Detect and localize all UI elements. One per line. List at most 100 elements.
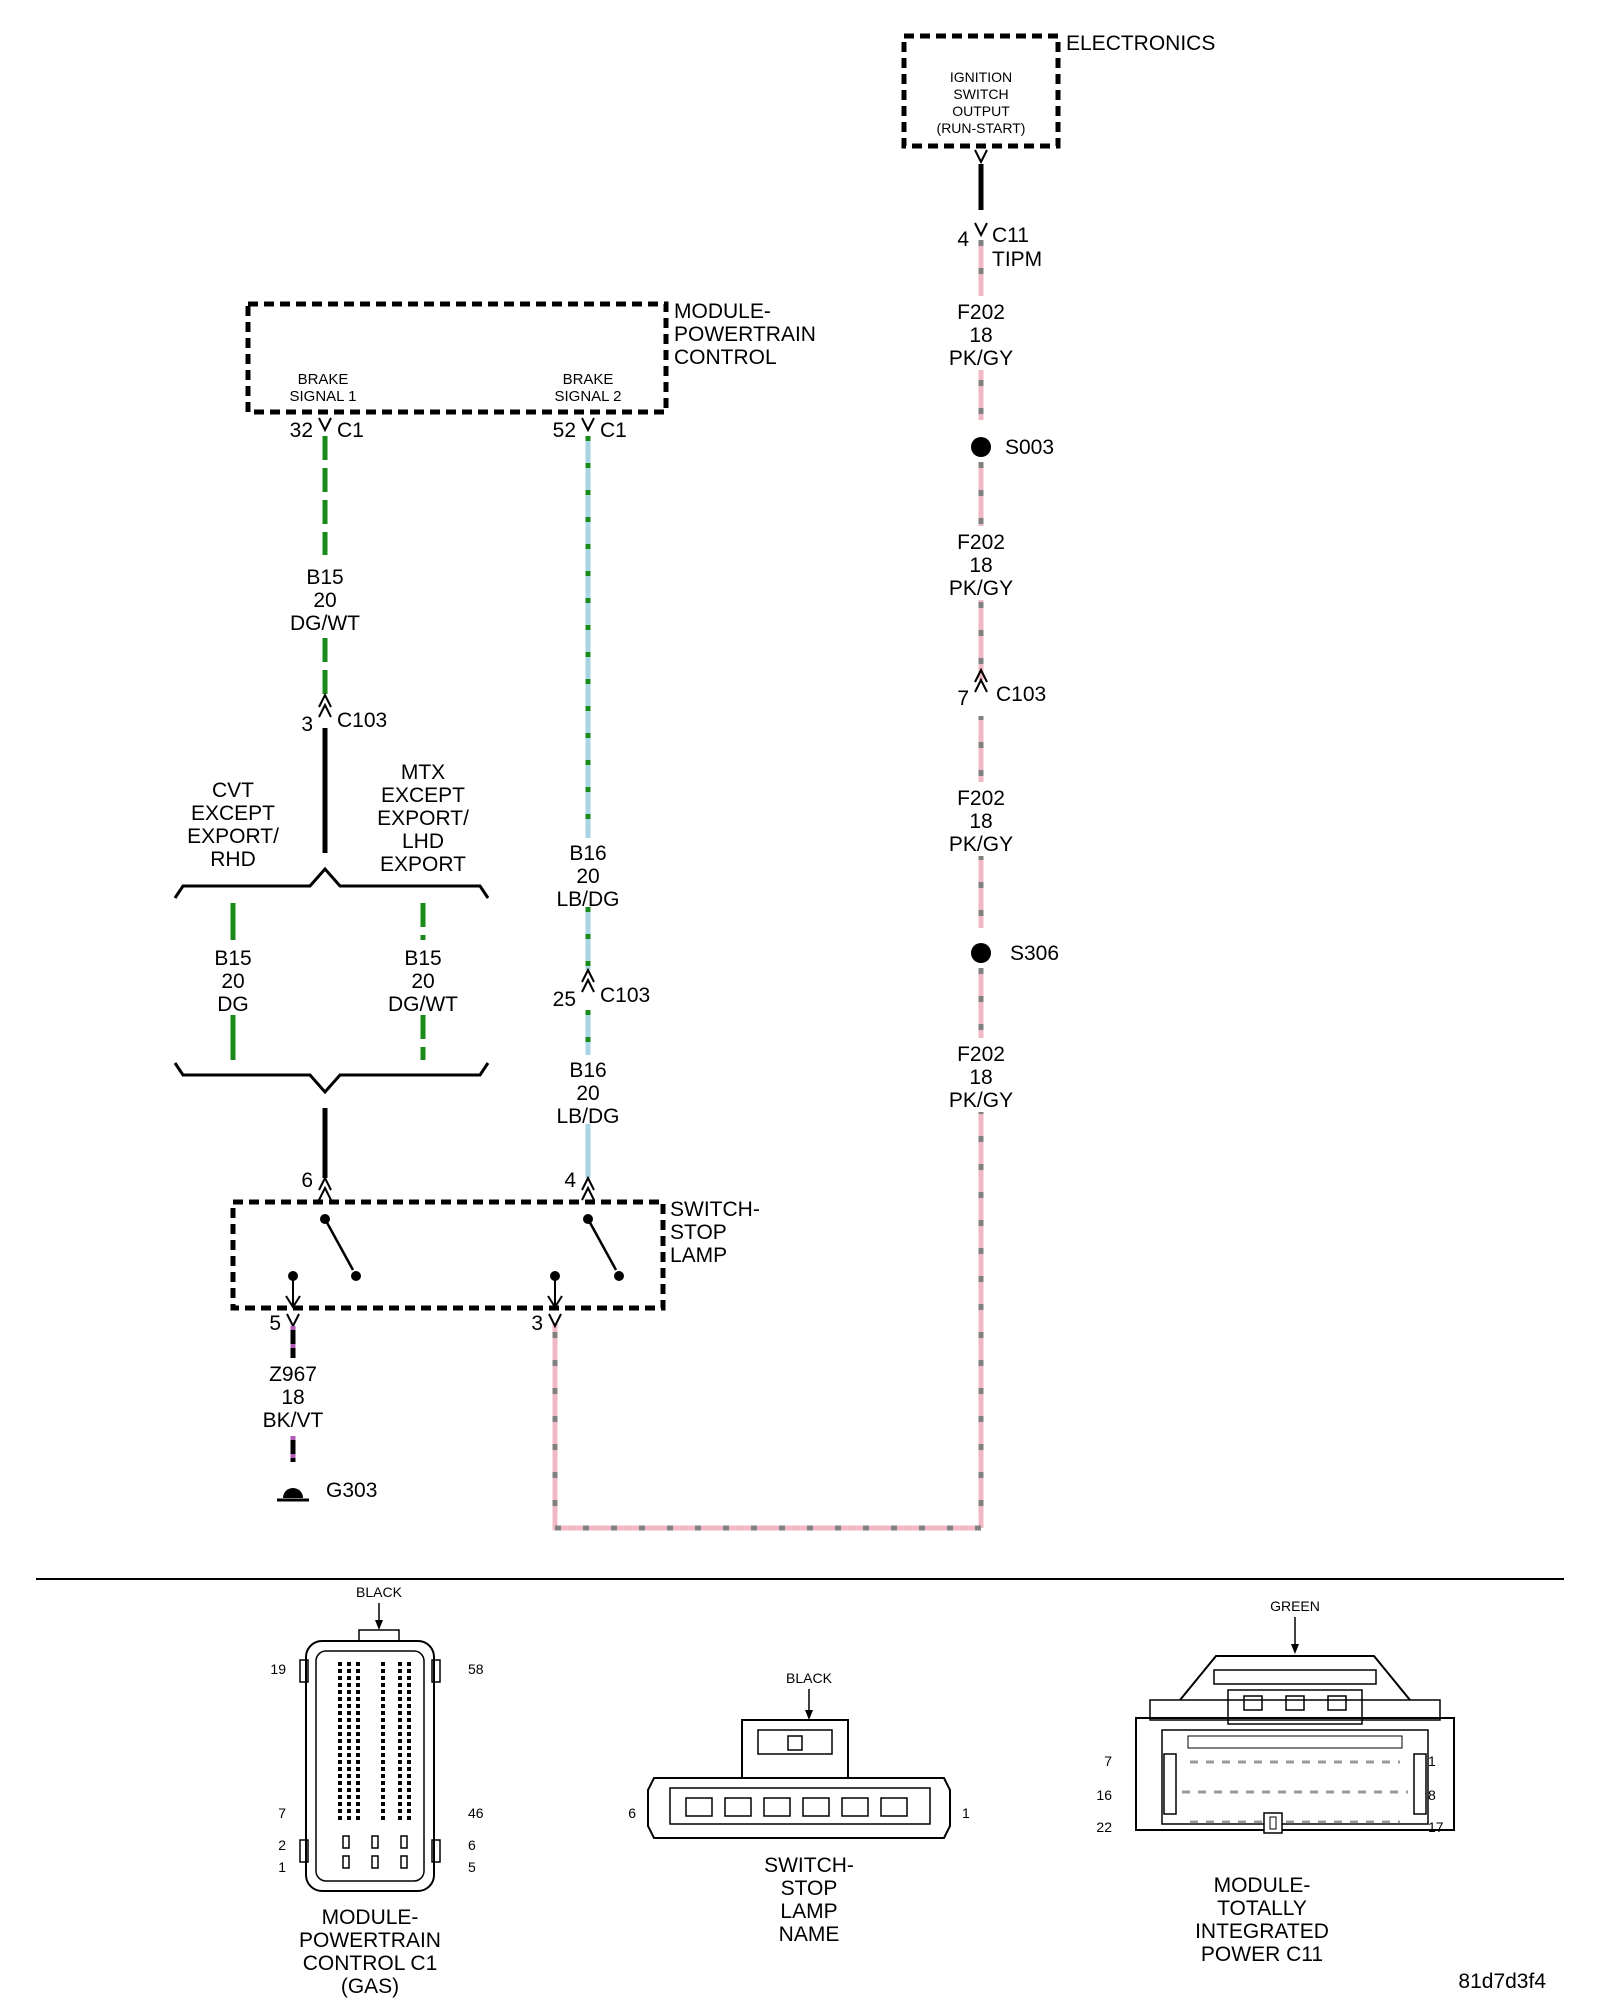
pin-label: 1 (1428, 1753, 1436, 1769)
pin-cavity (763, 1797, 791, 1817)
connector-symbol (318, 1175, 332, 1191)
switch-conn-name-1: SWITCH- (764, 1854, 854, 1877)
switch-connector-view: BLACK 6 1 SWITCH- STOP LAMP NAME (628, 1670, 970, 1946)
wire-f202-color: PK/GY (949, 1089, 1013, 1112)
connector-center-key-slot (1269, 1816, 1277, 1830)
wire-b15-cvt-gauge: 20 (221, 970, 244, 993)
arrow-icon (805, 1710, 813, 1720)
arrow-icon (1291, 1644, 1299, 1654)
pin-cavity (724, 1797, 752, 1817)
splice-s003 (971, 437, 991, 457)
pin-cavity (371, 1855, 379, 1869)
connector-tab (431, 1659, 441, 1683)
pin-label: 19 (270, 1661, 286, 1677)
wire-z967-gauge: 18 (281, 1386, 304, 1409)
connector-tab (299, 1659, 309, 1683)
cvt-label-2: EXCEPT (191, 802, 275, 825)
c103-7-label: C103 (996, 683, 1046, 706)
pin-label: 17 (1428, 1819, 1444, 1835)
pin-label: 7 (1104, 1753, 1112, 1769)
pcm-c1-52-pin: 52 (553, 419, 576, 442)
pin-cavity (342, 1855, 350, 1869)
connector-center-key (1263, 1812, 1283, 1834)
connector-symbol (548, 1313, 562, 1329)
pcm-title-2: POWERTRAIN (674, 323, 816, 346)
pcm-title-1: MODULE- (674, 300, 771, 323)
connector-side-key (1413, 1753, 1427, 1815)
arrow-symbol (285, 1295, 301, 1309)
wire-z967-color: BK/VT (263, 1409, 324, 1432)
label-bg (940, 296, 1022, 370)
wire-b15-cvt-circuit: B15 (214, 947, 251, 970)
c103-25-pin: 25 (553, 988, 576, 1011)
brake-signal2-label-2: SIGNAL 2 (555, 388, 622, 405)
pcm-c1-name-1: MODULE- (322, 1906, 419, 1929)
wire-f202-circuit: F202 (957, 531, 1005, 554)
pcm-c1-32-label: C1 (337, 419, 364, 442)
pin-label: 58 (468, 1661, 484, 1677)
wire-b16-gauge: 20 (576, 1082, 599, 1105)
connector-body (647, 1777, 951, 1839)
switch-pin-6: 6 (301, 1169, 313, 1192)
wire-b16-circuit: B16 (569, 1059, 606, 1082)
pcm-box (245, 301, 669, 415)
connector-symbol (318, 692, 332, 708)
label-bg (940, 782, 1022, 856)
ignition-label-4: (RUN-START) (937, 120, 1026, 136)
connector-shell-outer (305, 1640, 435, 1892)
brake-signal2-label-1: BRAKE (563, 371, 614, 388)
tipm-conn-name-4: POWER C11 (1201, 1943, 1323, 1966)
connector-symbol (974, 677, 988, 693)
connector-rail (1187, 1735, 1403, 1749)
wire-f202-gauge: 18 (969, 810, 992, 833)
connector-symbol (318, 702, 332, 718)
connector-symbol (581, 967, 595, 983)
switch-title-2: STOP (670, 1221, 727, 1244)
wire-b15-circuit: B15 (306, 566, 343, 589)
connector-symbol (318, 417, 332, 433)
stop-lamp-switch: SWITCH- STOP LAMP 6 4 5 3 (230, 1169, 760, 1335)
wire-b15-mtx-gauge: 20 (411, 970, 434, 993)
tipm-conn-name-2: TOTALLY (1217, 1897, 1307, 1920)
cvt-label-4: RHD (210, 848, 256, 871)
pin-cavity (802, 1797, 830, 1817)
pcm-c1-name-2: POWERTRAIN (299, 1929, 441, 1952)
connector-tab (299, 1839, 309, 1863)
wire-f202-circuit: F202 (957, 301, 1005, 324)
pin-label: 1 (962, 1805, 970, 1821)
connector-face (1161, 1729, 1429, 1825)
connector-latch (757, 1729, 833, 1755)
pin-cavity (400, 1835, 408, 1849)
brake-signal1-label-1: BRAKE (298, 371, 349, 388)
connector-lock-slot (1327, 1695, 1347, 1711)
wire-f202-gauge: 18 (969, 324, 992, 347)
pcm-c1-color: BLACK (356, 1584, 403, 1600)
splice-s003-label: S003 (1005, 436, 1054, 459)
electronics-title: ELECTRONICS (1066, 32, 1215, 55)
connector-hood (1179, 1655, 1411, 1701)
switch-contact (614, 1271, 624, 1281)
cvt-label-1: CVT (212, 779, 254, 802)
switch-conn-name-4: NAME (779, 1923, 840, 1946)
label-bg (940, 526, 1022, 600)
pin-cavity (685, 1797, 713, 1817)
pin-label: 6 (468, 1837, 476, 1853)
pcm-c1-32-pin: 32 (290, 419, 313, 442)
connector-symbol (974, 667, 988, 683)
wire-b15-gauge: 20 (313, 589, 336, 612)
pin-cavity (400, 1855, 408, 1869)
connector-symbol (318, 1185, 332, 1201)
brake-signal1-label-2: SIGNAL 1 (290, 388, 357, 405)
wire-tracer (552, 1324, 981, 1531)
wire-b16-gauge: 20 (576, 865, 599, 888)
connector-latch (358, 1629, 400, 1642)
c103-3-pin: 3 (301, 713, 313, 736)
connector-side-key (1163, 1753, 1177, 1815)
mtx-label-2: EXCEPT (381, 784, 465, 807)
pcm-c1-name-4: (GAS) (341, 1975, 399, 1998)
mtx-label-1: MTX (401, 761, 445, 784)
mtx-label-4: LHD (402, 830, 444, 853)
wire-b16-color: LB/DG (556, 888, 619, 911)
pin-label: 2 (278, 1837, 286, 1853)
pcm-c1-connector-view: BLACK 19 58 7 46 2 6 1 5 MODULE- POWERTR… (270, 1584, 483, 1998)
